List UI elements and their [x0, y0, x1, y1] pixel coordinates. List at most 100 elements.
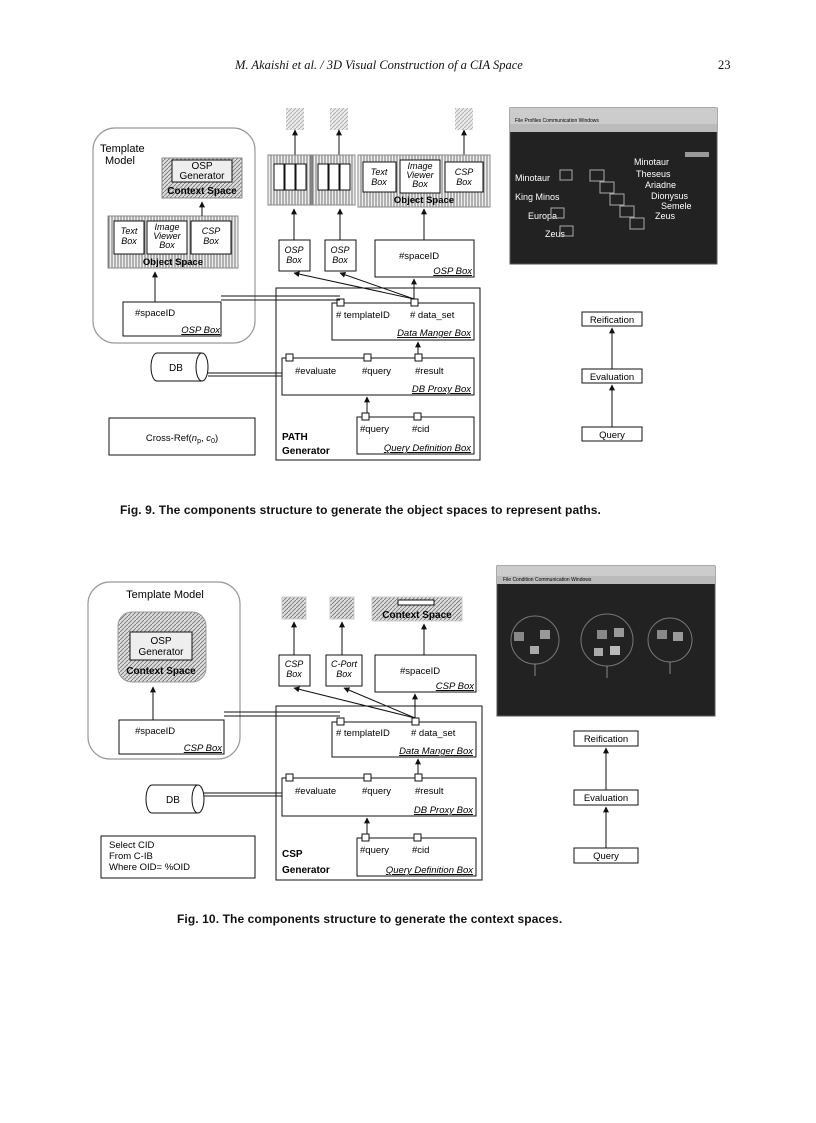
osp-generator-box-10 — [129, 631, 193, 661]
figure-10-caption: Fig. 10. The components structure to gen… — [177, 912, 563, 926]
svg-text:Minotaur: Minotaur — [515, 173, 550, 183]
evaluation-label-10: Evaluation — [584, 793, 628, 804]
cross-ref-label: Cross-Ref(np, c0) — [146, 433, 218, 445]
template-model-frame — [92, 127, 256, 344]
csp-box — [190, 220, 232, 255]
svg-text:Ariadne: Ariadne — [645, 180, 676, 190]
template-osp-box — [122, 301, 222, 337]
result-label-10: #result — [415, 786, 444, 797]
template-model-frame-10 — [87, 581, 241, 760]
qd-query-label-10: #query — [360, 845, 389, 856]
svg-text:Dionysus: Dionysus — [651, 191, 689, 201]
template-spaceid-10: #spaceID — [135, 726, 175, 737]
object-space-label: Object Space — [143, 257, 203, 268]
svg-text:Zeus: Zeus — [655, 211, 676, 221]
template-spaceid: #spaceID — [135, 308, 175, 319]
page-number: 23 — [718, 58, 731, 72]
query-definition-box-10 — [356, 837, 477, 877]
evaluate-label: #evaluate — [295, 366, 336, 377]
svg-text:Zeus: Zeus — [545, 229, 566, 239]
osp-spaceid: #spaceID — [399, 251, 439, 262]
templateid-label-10: # templateID — [336, 728, 390, 739]
db-label: DB — [169, 363, 183, 374]
target-hatch-1 — [281, 596, 307, 620]
data-set-label-10: # data_set — [411, 728, 456, 739]
osp-generator-box — [171, 159, 233, 183]
evaluation-label: Evaluation — [590, 372, 634, 383]
data-manager-box — [331, 302, 475, 341]
csp-box-10 — [278, 654, 311, 687]
template-csp-box-label: CSP Box — [184, 743, 223, 754]
context-space-target-label: Context Space — [382, 610, 452, 621]
osp-box-main — [374, 239, 475, 278]
svg-text:Semele: Semele — [661, 201, 692, 211]
db-proxy-box-10 — [281, 777, 477, 817]
data-manager-box-label: Data Manger Box — [397, 328, 472, 339]
sql-box — [100, 835, 256, 879]
context-space-label-10: Context Space — [126, 666, 196, 677]
template-model-label-10: Template Model — [126, 589, 204, 601]
text-box — [113, 220, 145, 255]
svg-text:King Minos: King Minos — [515, 192, 560, 202]
query-box-label: Query — [599, 430, 625, 441]
cross-ref-box — [108, 417, 256, 456]
svg-text:Minotaur: Minotaur — [634, 157, 669, 167]
reification-box — [581, 311, 643, 327]
result-label: #result — [415, 366, 444, 377]
db-cylinder: DB — [150, 352, 209, 382]
svg-text:Europa: Europa — [528, 211, 557, 221]
template-osp-box-label: OSP Box — [181, 325, 221, 336]
query-box-label-10: Query — [593, 851, 619, 862]
csp-spaceid: #spaceID — [400, 666, 440, 677]
db-cylinder-10: DB — [145, 784, 205, 814]
query-definition-box-label: Query Definition Box — [384, 443, 472, 454]
reification-box-10 — [573, 730, 639, 747]
screenshot-fig9: File Profiles Communication Windows Mino… — [509, 107, 718, 265]
svg-text:Theseus: Theseus — [636, 169, 671, 179]
cport-box — [325, 654, 363, 687]
query-label-10: #query — [362, 786, 391, 797]
running-head: M. Akaishi et al. / 3D Visual Constructi… — [235, 58, 523, 72]
csp-box-main-label: CSP Box — [436, 681, 475, 692]
figure-9-caption: Fig. 9. The components structure to gene… — [120, 503, 601, 517]
reification-label: Reification — [590, 315, 634, 326]
osp-box-main-label: OSP Box — [433, 266, 473, 277]
data-manager-box-10 — [331, 721, 477, 758]
db-proxy-box-label-10: DB Proxy Box — [414, 805, 474, 816]
qd-cid-label-10: #cid — [412, 845, 429, 856]
screenshot-fig10: File Condition Communication Windows — [496, 565, 716, 717]
object-space-label-right: Object Space — [394, 195, 454, 206]
svg-text:File Profiles Communicatio: File Profiles Communication Windows — [515, 118, 599, 124]
target-hatch-2 — [329, 596, 355, 620]
reification-label-10: Reification — [584, 734, 628, 745]
image-viewer-box — [146, 220, 188, 255]
db-label-10: DB — [166, 795, 180, 806]
qd-cid-label: #cid — [412, 424, 429, 435]
query-definition-box — [356, 416, 475, 455]
template-csp-box — [118, 719, 225, 755]
evaluate-label-10: #evaluate — [295, 786, 336, 797]
path-generator-frame — [275, 287, 481, 461]
csp-box-main — [374, 654, 477, 693]
query-label: #query — [362, 366, 391, 377]
templateid-label: # templateID — [336, 310, 390, 321]
query-definition-box-label-10: Query Definition Box — [386, 865, 474, 876]
osp-box-2 — [324, 239, 357, 272]
